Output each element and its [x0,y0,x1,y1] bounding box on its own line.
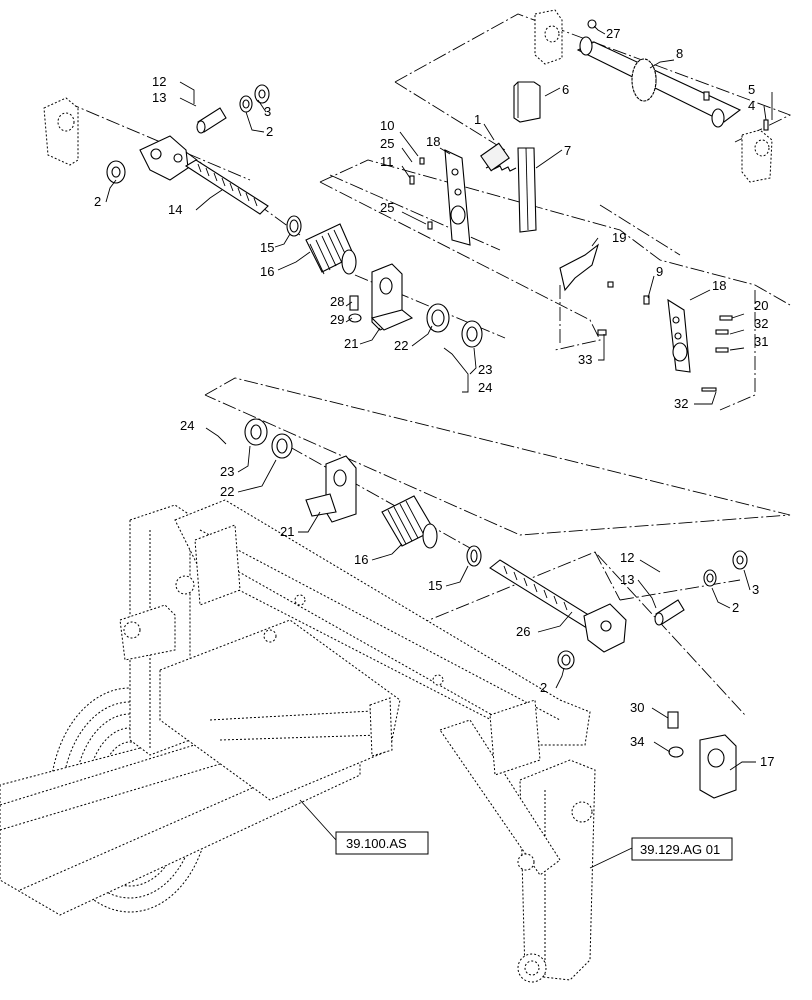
washer-part-2-upper [239,95,253,113]
callout-29: 29 [330,312,344,327]
callout-8: 8 [676,46,683,61]
callout-23-upper: 23 [478,362,492,377]
callout-11: 11 [380,154,394,169]
callout-16-lower: 16 [354,552,368,567]
callout-25-lower: 25 [380,200,394,215]
callout-19: 19 [612,230,626,245]
threaded-rod-part-14 [184,159,269,215]
sprocket-part-8 [631,58,657,102]
bracket-part-21-upper [370,263,414,331]
callout-2-lower-right: 2 [732,600,739,615]
collar-part-23-lower [244,418,268,446]
callout-28: 28 [330,294,344,309]
callout-32-upper: 32 [754,316,768,331]
spring-part-16-lower [381,495,438,549]
pawl-part-19 [559,243,600,292]
pin-part-13-lower [654,599,685,626]
callout-23-lower: 23 [220,464,234,479]
callout-2-upper: 2 [266,124,273,139]
callout-7: 7 [564,143,571,158]
threaded-rod-part-26 [489,559,601,631]
reference-label-39-129-AG-01[interactable]: 39.129.AG 01 [640,842,720,857]
callout-25-upper: 25 [380,136,394,151]
clevis-part-26 [583,603,627,653]
callout-3-lower: 3 [752,582,759,597]
small-hardware [409,19,769,392]
callout-26: 26 [516,624,530,639]
reference-box-39-100-AS[interactable]: 39.100.AS [335,831,429,855]
bracket-part-21-lower [305,455,357,523]
bushing-part-15-lower [466,545,482,567]
bushing-part-15-upper [286,215,302,237]
reference-label-39-100-AS[interactable]: 39.100.AS [346,836,407,851]
callout-17: 17 [760,754,774,769]
spring-part-16-upper [305,223,357,275]
cap-part-3-upper [254,84,270,104]
washer-part-29 [348,313,362,323]
collar-part-23-upper [461,320,483,348]
callout-22-lower: 22 [220,484,234,499]
callout-15-upper: 15 [260,240,274,255]
washer-part-34 [668,746,684,758]
callout-3-upper: 3 [264,104,271,119]
bolt-part-30 [667,711,679,729]
callout-12-upper: 12 [152,74,166,89]
callout-22-upper: 22 [394,338,408,353]
mount-bracket-top-right [534,9,773,183]
callout-24-upper: 24 [478,380,492,395]
mount-bracket-top-left [43,97,79,166]
callout-14: 14 [168,202,182,217]
callout-20: 20 [754,298,768,313]
callout-5: 5 [748,82,755,97]
square-tube-part-6 [513,81,541,123]
plate-part-18-left [444,149,471,246]
callout-27: 27 [606,26,620,41]
callout-34: 34 [630,734,644,749]
callout-15-lower: 15 [428,578,442,593]
callout-24-lower: 24 [180,418,194,433]
slide-bar-part-7 [517,147,537,233]
plate-part-18-right [667,298,691,373]
callout-2-lower-left: 2 [540,680,547,695]
implement-frame [0,499,596,983]
callout-21-upper: 21 [344,336,358,351]
callout-16-upper: 16 [260,264,274,279]
callout-10: 10 [380,118,394,133]
callout-labels: 27 8 5 4 6 7 1 12 13 3 2 2 14 10 25 11 1… [94,26,774,769]
washer-part-2-lower-left [557,650,575,670]
callout-30: 30 [630,700,644,715]
reference-box-39-129-AG-01[interactable]: 39.129.AG 01 [631,837,733,861]
callout-1: 1 [474,112,481,127]
washer-part-2-left [106,160,126,184]
callout-18-right: 18 [712,278,726,293]
callout-31: 31 [754,334,768,349]
callout-9: 9 [656,264,663,279]
bushing-part-22-upper [426,303,450,333]
mount-bracket-part-17 [699,734,737,799]
bushing-part-22-lower [271,433,293,459]
clevis-rod-part-14 [139,135,189,181]
callout-4: 4 [748,98,755,113]
shaft-part-8 [576,36,742,128]
pin-part-13-upper [196,107,227,134]
callout-2-left: 2 [94,194,101,209]
callout-13-upper: 13 [152,90,166,105]
callout-18-left: 18 [426,134,440,149]
washer-part-2-lower-right [703,569,717,587]
callout-21-lower: 21 [280,524,294,539]
callout-32-lower: 32 [674,396,688,411]
callout-13-lower: 13 [620,572,634,587]
callout-6: 6 [562,82,569,97]
cap-part-3-lower [732,550,748,570]
spring-part-1 [480,142,517,172]
callout-12-lower: 12 [620,550,634,565]
callout-33: 33 [578,352,592,367]
leader-lines [105,25,773,869]
